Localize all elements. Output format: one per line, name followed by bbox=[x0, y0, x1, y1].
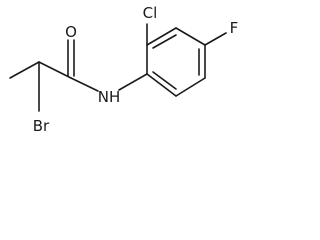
bond-ring-fluorine bbox=[204, 32, 227, 46]
bond-carbonyl-nitrogen bbox=[70, 77, 99, 92]
bond-methyl-alpha bbox=[9, 61, 40, 79]
nitrogen-hydrogen-label: NH bbox=[98, 88, 121, 106]
chlorine-label: Cl bbox=[143, 4, 158, 22]
bond-alpha-carbonyl bbox=[38, 61, 72, 79]
fluorine-label: F bbox=[230, 19, 239, 37]
ring-double-6-1 bbox=[152, 71, 177, 90]
bond-nitrogen-ring bbox=[118, 73, 148, 91]
ring-bond-5-6 bbox=[175, 77, 206, 97]
bonds bbox=[9, 23, 227, 112]
ring-bond-2-3 bbox=[146, 27, 177, 46]
molecule-structure: O NH Cl F Br bbox=[9, 4, 239, 135]
ring-bond-3-4 bbox=[175, 27, 206, 46]
atom-labels: O NH Cl F Br bbox=[33, 4, 239, 135]
ring-double-2-3 bbox=[152, 34, 177, 49]
ring-bond-6-1 bbox=[146, 73, 177, 97]
bromine-label: Br bbox=[33, 117, 50, 135]
oxygen-label: O bbox=[65, 23, 77, 41]
